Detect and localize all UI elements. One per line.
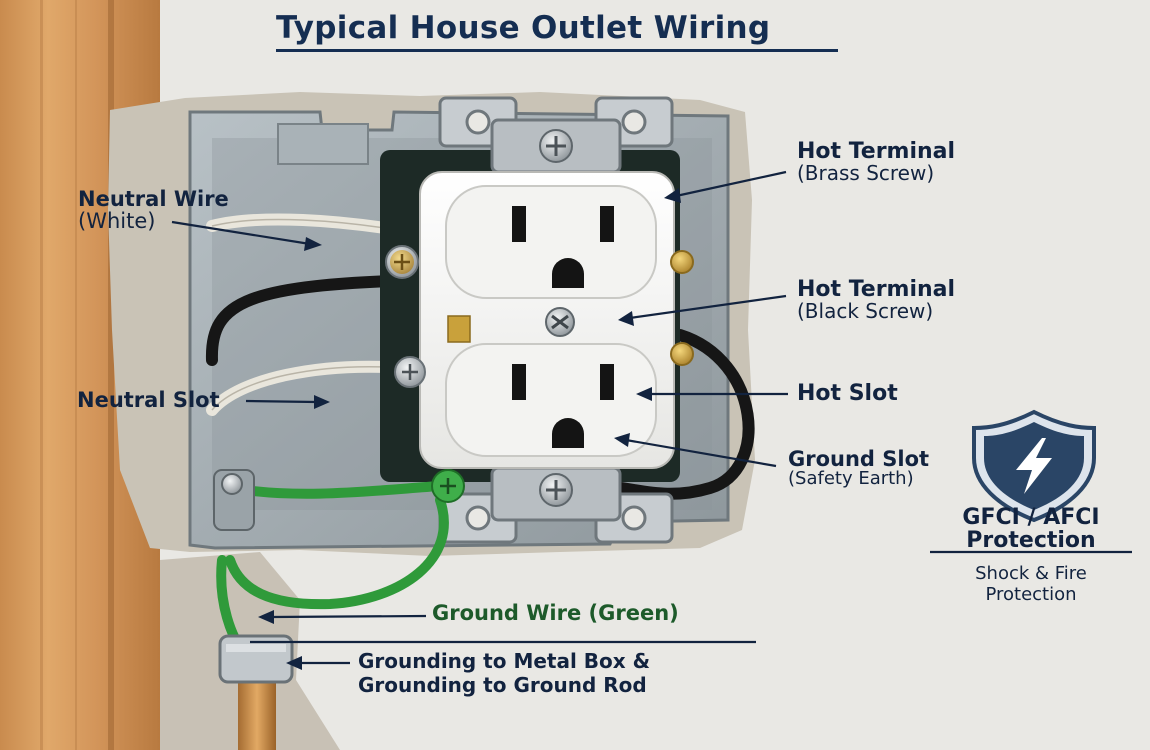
title-underline bbox=[276, 49, 838, 52]
hot-wire-black-2 bbox=[614, 329, 755, 500]
hot-wire-black bbox=[205, 274, 426, 366]
ground-slot-top bbox=[552, 258, 584, 288]
neutral-slot-top bbox=[512, 206, 526, 242]
brass-screw-top bbox=[670, 250, 694, 274]
label-hot-slot: Hot Slot bbox=[797, 381, 898, 406]
hot-slot-bottom bbox=[600, 364, 614, 400]
receptacle-top bbox=[445, 185, 657, 299]
label-neutral-wire: Neutral Wire (White) bbox=[78, 187, 229, 234]
label-grounding: Grounding to Metal Box & Grounding to Gr… bbox=[358, 649, 651, 697]
page-title: Typical House Outlet Wiring bbox=[276, 10, 771, 46]
hot-slot-top bbox=[600, 206, 614, 242]
ground-rod bbox=[238, 672, 276, 750]
neutral-slot-bottom bbox=[512, 364, 526, 400]
label-hot-terminal-black: Hot Terminal (Black Screw) bbox=[797, 277, 956, 324]
label-ground-slot-sub: (Safety Earth) bbox=[788, 468, 914, 490]
leader-lines bbox=[171, 170, 788, 670]
brass-screw-bottom bbox=[670, 342, 694, 366]
protection-title: GFCI / AFCI Protection bbox=[962, 505, 1100, 554]
ground-slot-bottom bbox=[552, 418, 584, 448]
label-hot-terminal-brass: Hot Terminal (Brass Screw) bbox=[797, 139, 956, 186]
protection-subtitle: Shock & Fire Protection bbox=[975, 563, 1087, 605]
ground-wire-green bbox=[227, 481, 445, 499]
label-neutral-wire-sub: (White) bbox=[78, 209, 156, 234]
label-neutral-slot: Neutral Slot bbox=[77, 388, 220, 412]
shield-lightning-icon bbox=[972, 409, 1096, 523]
label-ground-wire: Ground Wire (Green) bbox=[432, 601, 679, 625]
label-hot-terminal-black-sub: (Black Screw) bbox=[797, 299, 934, 324]
label-hot-terminal-brass-sub: (Brass Screw) bbox=[797, 161, 935, 186]
label-ground-slot: Ground Slot (Safety Earth) bbox=[788, 447, 930, 490]
